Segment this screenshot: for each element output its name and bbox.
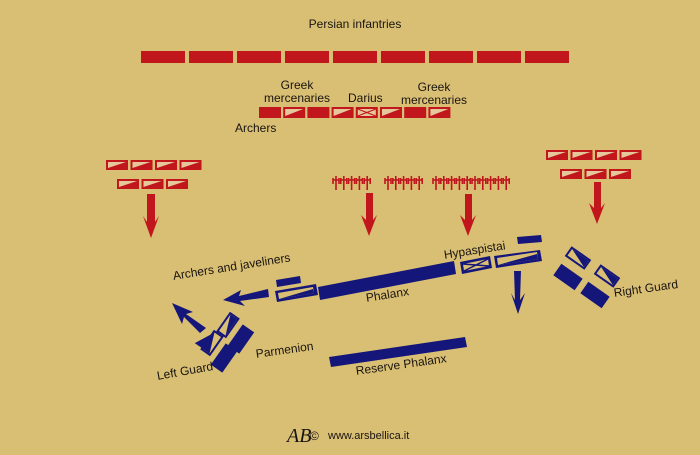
- phalanx-block: [318, 261, 456, 300]
- right-guard-units: [553, 246, 621, 309]
- chariot-icon: [432, 176, 440, 190]
- infantry-unit: [259, 107, 281, 118]
- persian-infantry-line: [141, 51, 569, 63]
- cavalry-unit: [331, 107, 354, 118]
- chariot-icon: [407, 176, 416, 190]
- chariot-icon: [363, 176, 372, 190]
- cavalry-unit: [179, 160, 202, 170]
- chariot-icon: [332, 176, 340, 190]
- greek-mercenaries-right-label: Greek mercenaries: [389, 81, 479, 107]
- infantry-unit: [404, 107, 427, 118]
- red-arrow-icon: [361, 193, 377, 236]
- chariot-icon: [502, 176, 511, 190]
- chariot-icon: [471, 176, 479, 190]
- infantry-unit: [189, 51, 233, 63]
- cavalry-unit: [570, 150, 593, 160]
- red-arrow-icon: [589, 182, 605, 224]
- cavalry-unit: [106, 160, 128, 170]
- greek-mercenaries-left-label: Greek mercenaries: [252, 79, 342, 105]
- chariot-icon: [347, 176, 356, 190]
- cavalry-unit: [283, 107, 306, 118]
- cavalry-unit: [117, 179, 139, 189]
- cavalry-unit: [546, 150, 568, 160]
- website-link[interactable]: www.arsbellica.it: [328, 430, 410, 442]
- cavalry-unit: [619, 150, 642, 160]
- king-unit: [355, 107, 378, 118]
- cavalry-unit: [595, 150, 617, 160]
- left-guard-units: [194, 311, 255, 373]
- chariot-icon: [463, 176, 472, 190]
- blue-arrow-icon: [172, 303, 206, 333]
- persian-left-cavalry: [106, 160, 202, 189]
- red-arrow-icon: [460, 194, 476, 236]
- blue-arrow-icon: [223, 289, 269, 306]
- chariot-icon: [399, 176, 408, 190]
- infantry-unit: [307, 107, 330, 118]
- cavalry-unit: [609, 169, 631, 179]
- light-infantry-block: [276, 276, 301, 287]
- persian-right-cavalry: [546, 150, 642, 179]
- chariot-icon: [439, 176, 448, 190]
- chariot-icon: [478, 176, 487, 190]
- cavalry-unit: [428, 107, 451, 118]
- cavalry-unit: [141, 179, 164, 189]
- chariot-icon: [391, 176, 400, 190]
- chariot-icon: [494, 176, 503, 190]
- darius-label: Darius: [348, 91, 383, 105]
- chariot-icon: [447, 176, 456, 190]
- chariot-icon: [339, 176, 348, 190]
- thessalian-cavalry: [275, 284, 318, 302]
- label-line: Greek: [280, 78, 314, 92]
- label-line: mercenaries: [263, 91, 331, 105]
- cavalry-unit: [584, 169, 607, 179]
- copyright-symbol: ©: [310, 429, 319, 443]
- persian-infantries-label: Persian infantries: [308, 17, 402, 31]
- red-arrow-icon: [143, 194, 159, 238]
- blue-arrow-icon: [511, 271, 525, 314]
- infantry-unit: [237, 51, 281, 63]
- persian-scythed-chariots: [332, 176, 511, 190]
- label-line: mercenaries: [400, 93, 468, 107]
- persian-advance-arrows: [143, 182, 605, 238]
- macedonian-army: [172, 235, 621, 373]
- reserve-phalanx-block: [329, 337, 467, 367]
- persian-archers-label: Archers: [235, 121, 277, 135]
- chariot-icon: [486, 176, 495, 190]
- infantry-unit: [333, 51, 377, 63]
- cavalry-unit: [560, 169, 582, 179]
- cavalry-unit: [155, 160, 177, 170]
- infantry-unit: [285, 51, 329, 63]
- companion-cavalry: [494, 250, 542, 268]
- persian-center-line: [259, 107, 451, 118]
- infantry-unit: [141, 51, 185, 63]
- infantry-unit: [525, 51, 569, 63]
- cavalry-block: [517, 235, 542, 244]
- chariot-icon: [384, 176, 392, 190]
- cavalry-unit: [130, 160, 153, 170]
- cavalry-unit: [166, 179, 188, 189]
- svg-text:AB: AB: [285, 425, 311, 447]
- arsbellica-logo: AB: [285, 425, 311, 447]
- chariot-icon: [455, 176, 464, 190]
- label-line: Greek: [417, 80, 451, 94]
- infantry-unit: [381, 51, 425, 63]
- cavalry-unit: [380, 107, 402, 118]
- infantry-unit: [429, 51, 473, 63]
- chariot-icon: [415, 176, 424, 190]
- chariot-icon: [355, 176, 364, 190]
- infantry-unit: [477, 51, 521, 63]
- hypaspistai-unit: [460, 256, 492, 274]
